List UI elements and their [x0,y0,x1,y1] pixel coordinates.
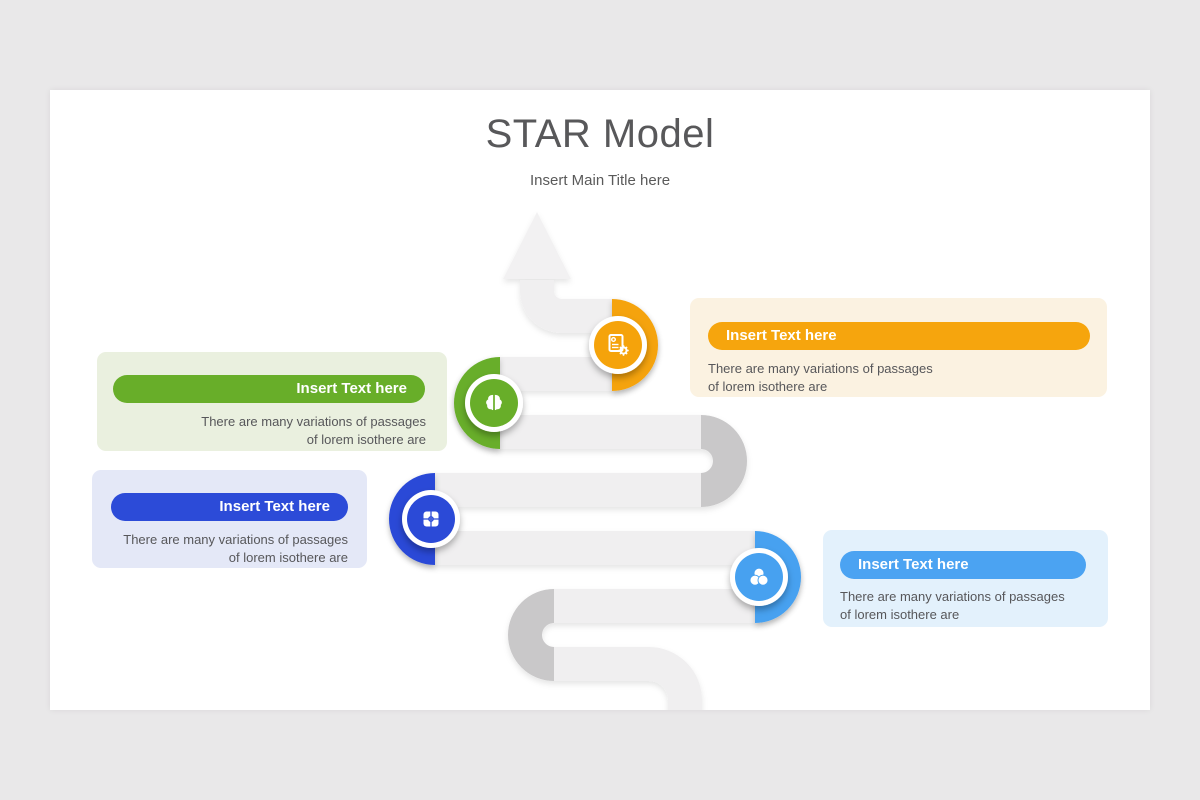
callout-header: Insert Text here [708,322,1090,350]
node-step-3 [389,473,460,565]
uturn-left-icon [508,589,554,681]
page-title: STAR Model [485,112,715,156]
callout-step-2: Insert Text here There are many variatio… [97,352,447,451]
node-step-4 [730,531,801,623]
uturn-right-icon [701,415,747,507]
callout-body: There are many variations of passages of… [708,361,933,394]
color-circles-icon [749,567,769,586]
callout-step-1: Insert Text here There are many variatio… [690,298,1107,397]
callout-body: There are many variations of passages of… [840,589,1065,622]
road-arrowhead [503,212,571,279]
node-step-2 [454,357,523,449]
node-step-1 [589,299,658,391]
brain-icon [486,394,502,411]
page-subtitle: Insert Main Title here [529,172,671,189]
callout-step-4: Insert Text here There are many variatio… [823,530,1108,627]
slide-canvas: STAR Model Insert Main Title here [50,90,1150,710]
star-model-road [389,212,801,710]
document-gear-icon [608,334,629,356]
callout-body: There are many variations of passages of… [123,532,348,565]
callout-body: There are many variations of passages of… [201,414,426,447]
callout-step-3: Insert Text here There are many variatio… [92,470,367,568]
callout-header: Insert Text here [113,375,425,403]
callout-header: Insert Text here [111,493,348,521]
callout-header: Insert Text here [840,551,1086,579]
puzzle-icon [423,511,439,527]
